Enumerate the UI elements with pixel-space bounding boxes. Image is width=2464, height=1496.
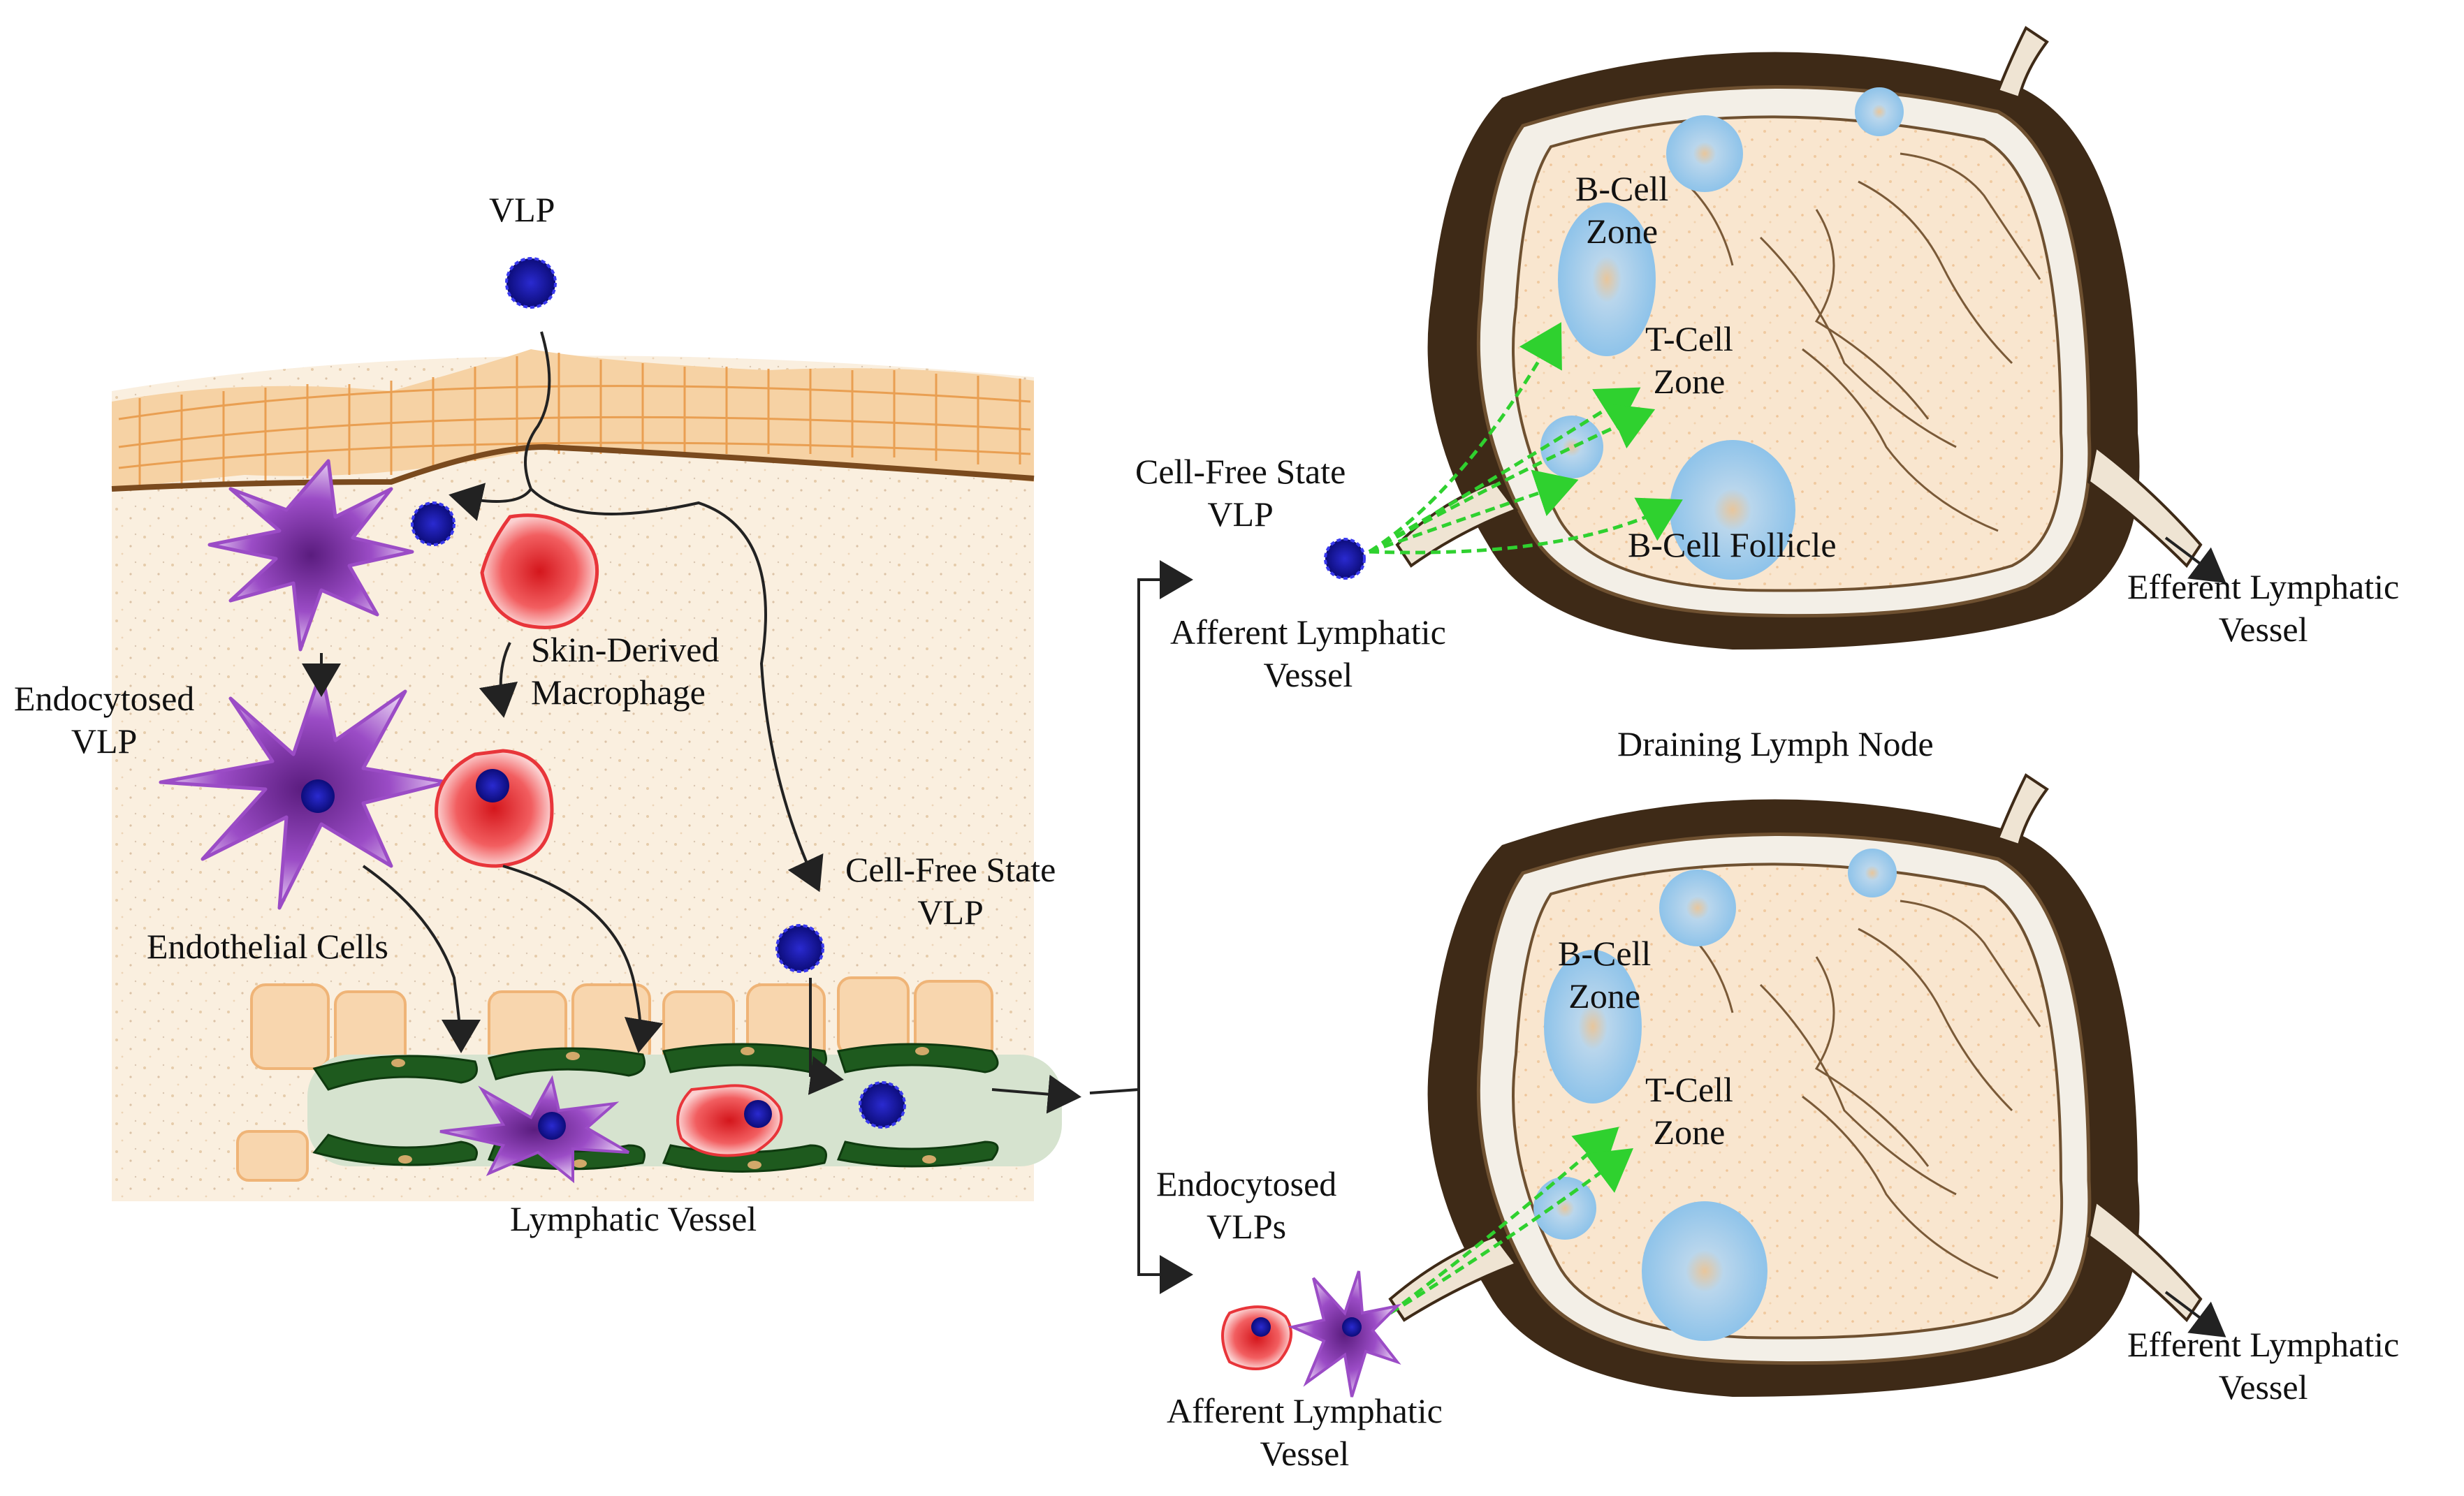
label-afferent-top: Afferent Lymphatic Vessel [1170,613,1446,694]
label-endocytosed-vlps: Endocytosed VLPs [1156,1164,1337,1246]
label-endothelial-cells: Endothelial Cells [147,927,388,966]
macrophage-in-vessel [676,1084,783,1157]
macrophage-endocytosed [435,749,554,868]
dendritic-cell-in-vessel [439,1075,630,1184]
vlp-particle-free-2 [775,924,824,973]
label-endocytosed-vlp-left: Endocytosed VLP [14,679,195,761]
lymph-node-bottom [1221,773,2226,1398]
label-tcell-zone-top: T-Cell Zone [1645,319,1733,401]
label-cell-free-vlp-left: Cell-Free State VLP [845,850,1056,932]
vlp-particle-afferent [1324,538,1366,580]
b-cell-follicle [1670,440,1795,580]
label-bcell-follicle: B-Cell Follicle [1628,525,1837,564]
label-skin-derived-macrophage: Skin-Derived Macrophage [531,630,720,712]
label-lymphatic-vessel: Lymphatic Vessel [510,1199,757,1238]
label-tcell-zone-bottom: T-Cell Zone [1645,1070,1733,1152]
dendritic-cell-afferent [1288,1270,1402,1398]
dendritic-cell-endocytosed [159,668,449,910]
label-vlp-top: VLP [489,190,555,229]
tissue-arrows [302,331,1193,1294]
label-efferent-top: Efferent Lymphatic Vessel [2127,567,2400,649]
lymph-node-top [1324,26,2226,650]
label-draining-lymph-node: Draining Lymph Node [1617,724,1934,763]
macrophage-top [480,513,599,629]
dendritic-cell-top [207,459,414,652]
label-cell-free-vlp-top: Cell-Free State VLP [1135,452,1346,534]
b-cell-zone-follicle [1558,203,1656,356]
vlp-particle-top [505,257,557,309]
vlp-particle-free-1 [411,501,455,546]
label-bcell-zone-bottom: B-Cell Zone [1558,934,1652,1015]
vlp-particle-in-vessel [859,1081,906,1129]
label-efferent-bottom: Efferent Lymphatic Vessel [2127,1325,2400,1407]
label-afferent-bottom: Afferent Lymphatic Vessel [1167,1391,1443,1473]
macrophage-afferent [1221,1305,1292,1370]
label-bcell-zone-top: B-Cell Zone [1575,169,1669,251]
basement-membrane [111,443,1035,492]
